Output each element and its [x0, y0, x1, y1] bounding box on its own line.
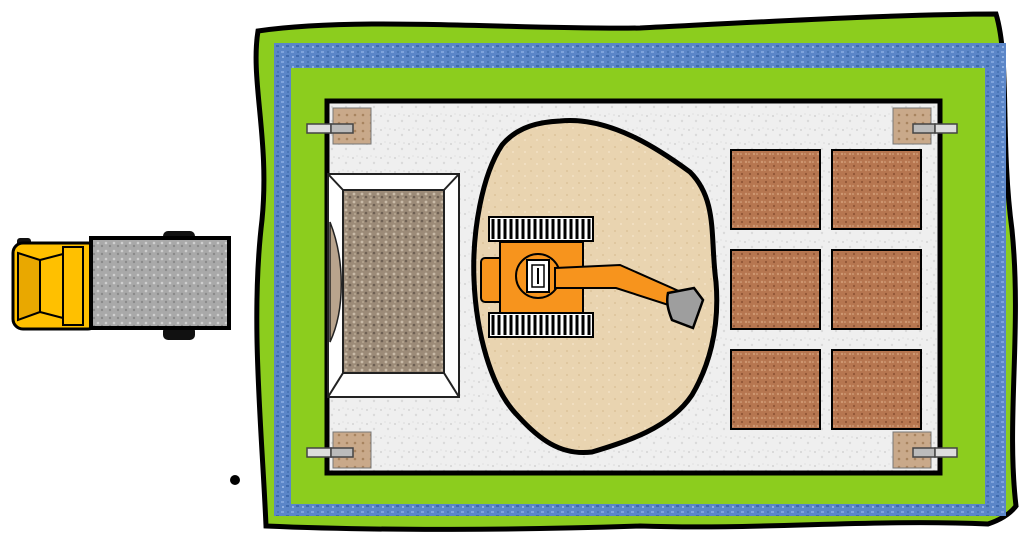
corner-post-bottom-left [306, 431, 372, 469]
soil-stockpile [831, 349, 922, 430]
corner-post-bottom-right [892, 431, 958, 469]
gravel-bin [327, 173, 460, 398]
soil-stockpile [831, 149, 922, 230]
soil-stockpile [730, 249, 821, 330]
soil-stockpile [831, 249, 922, 330]
corner-post-top-right [892, 107, 958, 145]
dot-marker [230, 475, 240, 485]
soil-stockpile [730, 149, 821, 230]
excavator [480, 216, 705, 338]
soil-stockpiles [730, 149, 922, 430]
corner-post-top-left [306, 107, 372, 145]
soil-stockpile [730, 349, 821, 430]
dump-truck [11, 231, 231, 340]
